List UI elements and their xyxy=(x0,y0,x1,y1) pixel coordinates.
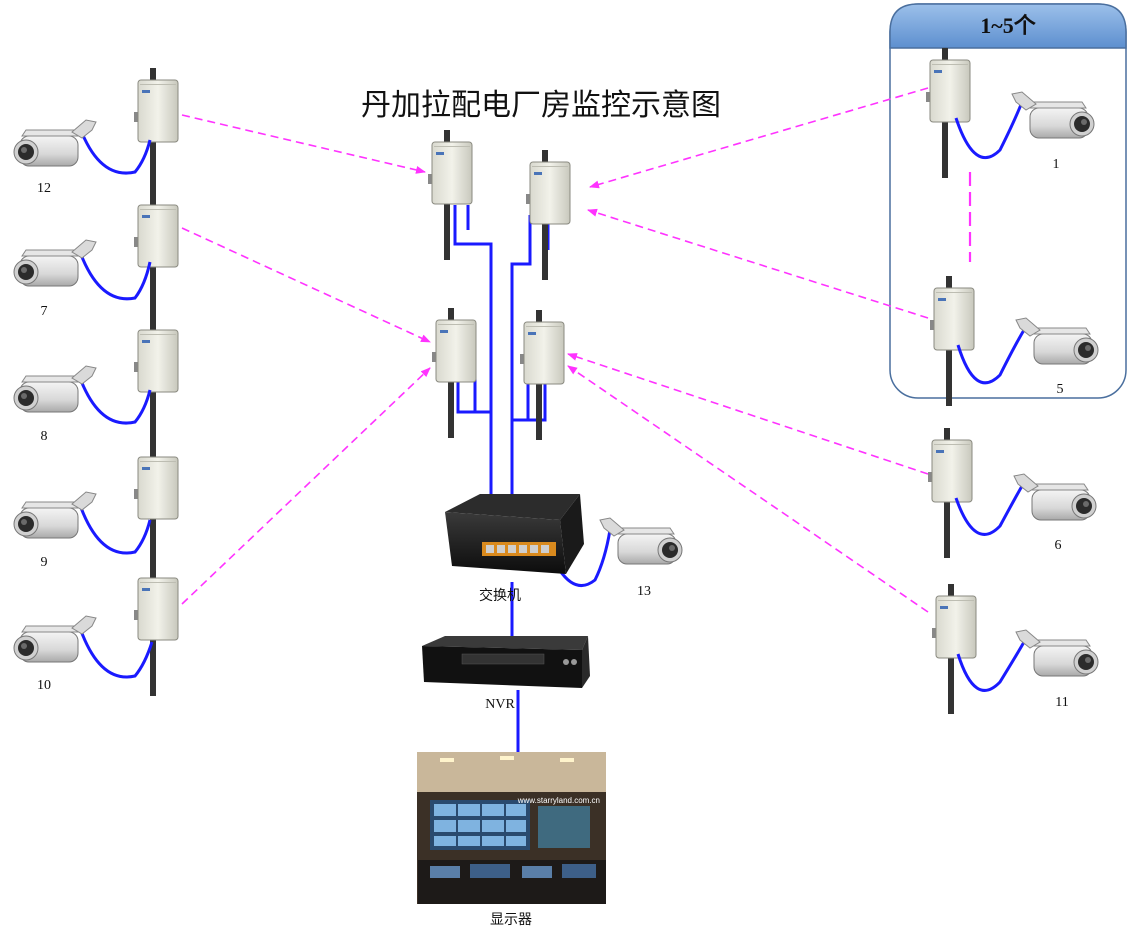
diagram-title: 丹加拉配电厂房监控示意图 xyxy=(361,88,721,123)
camera-label-12: 12 xyxy=(37,181,51,196)
camera-icon xyxy=(13,119,97,167)
camera-label-7: 7 xyxy=(41,304,48,319)
station-8 xyxy=(13,317,179,449)
station-9 xyxy=(13,444,179,576)
wireless-bridge-icon xyxy=(931,583,977,715)
switch-label: 交换机 xyxy=(479,587,521,604)
monitor-label: 显示器 xyxy=(490,913,532,928)
wireless-bridge-icon xyxy=(525,149,571,281)
group-label: 1~5个 xyxy=(980,13,1036,38)
wireless-bridge-icon xyxy=(927,427,973,559)
camera-icon xyxy=(600,518,682,564)
station-10 xyxy=(13,565,179,697)
nvr-label: NVR xyxy=(485,697,515,712)
camera-label-6: 6 xyxy=(1055,538,1062,553)
wireless-bridge-icon xyxy=(133,444,179,576)
labels: 12 7 8 9 10 1 5 6 11 13 交换机 NVR 显示器 xyxy=(37,157,1069,928)
wireless-bridge-icon xyxy=(431,307,477,439)
station-6 xyxy=(927,427,1096,559)
station-11 xyxy=(931,583,1098,715)
station-7 xyxy=(13,192,179,324)
hub-bridges xyxy=(427,129,571,441)
station-5 xyxy=(929,275,1098,407)
left-stations xyxy=(13,67,179,697)
wireless-bridge-icon xyxy=(133,192,179,324)
wireless-links xyxy=(181,87,972,613)
camera-label-13: 13 xyxy=(637,584,651,599)
camera-label-8: 8 xyxy=(41,429,48,444)
camera-label-5: 5 xyxy=(1057,382,1064,397)
camera-label-11: 11 xyxy=(1055,695,1068,710)
camera-icon xyxy=(1016,630,1098,676)
camera-label-9: 9 xyxy=(41,555,48,570)
nvr-icon xyxy=(422,636,590,688)
wireless-bridge-icon xyxy=(427,129,473,261)
camera-label-1: 1 xyxy=(1053,157,1060,172)
right-stations xyxy=(925,47,1098,715)
camera-label-10: 10 xyxy=(37,678,51,693)
switch-icon xyxy=(445,494,584,574)
station-12 xyxy=(13,67,179,199)
wireless-bridge-icon xyxy=(133,565,179,697)
wireless-bridge-icon xyxy=(133,67,179,199)
monitor-watermark: www.starryland.com.cn xyxy=(517,796,600,805)
monitor-image: www.starryland.com.cn xyxy=(417,752,606,904)
camera-icon xyxy=(1014,474,1096,520)
station-1 xyxy=(925,47,1094,179)
wireless-bridge-icon xyxy=(133,317,179,449)
